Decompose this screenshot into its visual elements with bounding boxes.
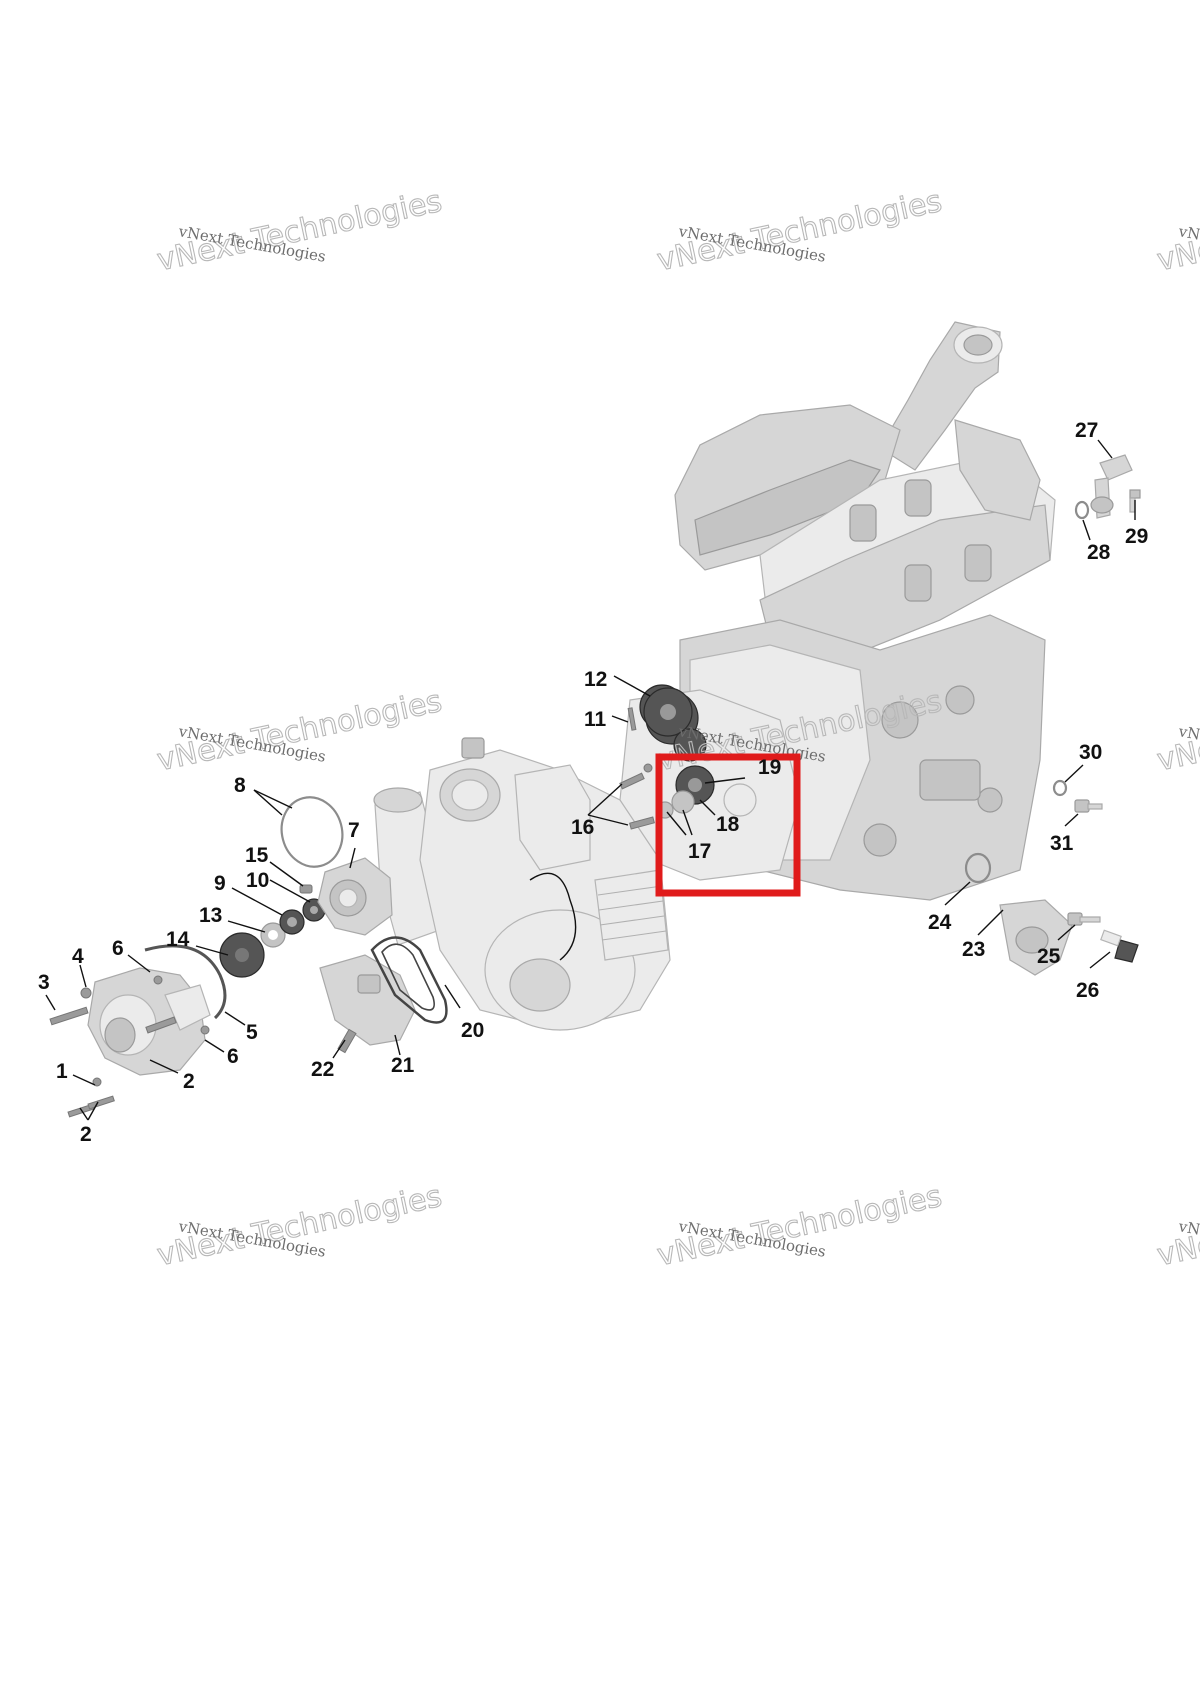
callout-15: 15 [245,844,269,867]
coolant-fitting-27 [1090,454,1133,519]
bracket-21 [319,954,416,1046]
callout-18: 18 [716,813,740,836]
callout-9: 9 [214,872,226,895]
callout-4: 4 [72,945,84,968]
impeller-14 [219,932,265,978]
small-fasteners [49,707,655,1118]
callout-23: 23 [962,938,985,961]
seal-13 [260,922,286,948]
callout-24: 24 [928,911,952,934]
callout-17: 17 [688,840,711,863]
water-pump-housing [87,967,211,1076]
callout-2: 2 [80,1123,92,1146]
sprocket-12 [643,687,707,762]
callout-30: 30 [1079,741,1102,764]
callout-14: 14 [166,928,190,951]
callout-13: 13 [199,904,222,927]
callout-31: 31 [1050,832,1074,855]
callout-27: 27 [1075,419,1098,442]
callout-6: 6 [227,1045,239,1068]
sensor-26 [1100,929,1139,963]
callout-28: 28 [1087,541,1111,564]
o-ring-24 [964,852,992,884]
gasket-20 [370,936,448,1024]
callout-22: 22 [311,1058,334,1081]
bolt-25 [1067,912,1101,926]
plug-31 [1074,799,1103,813]
callout-25: 25 [1037,945,1061,968]
callout-19: 19 [758,756,781,779]
callout-6: 6 [112,937,124,960]
leader-lines [45,439,1136,1121]
highlight-box [655,753,801,897]
callout-5: 5 [246,1021,258,1044]
callout-26: 26 [1076,979,1099,1002]
pump-cover-7 [317,857,393,936]
callout-29: 29 [1125,525,1148,548]
callout-12: 12 [584,668,607,691]
engine-block [619,321,1056,901]
callout-labels: 1 2 2 2 3 4 5 6 6 7 8 9 10 11 12 13 14 1… [38,419,1148,1146]
callout-7: 7 [348,819,360,842]
o-ring-30 [1052,779,1068,797]
callout-16: 16 [571,816,594,839]
o-ring-8 [280,796,344,868]
o-ring-28 [1074,500,1090,520]
thermostat-housing [999,899,1073,976]
callout-8: 8 [234,774,246,797]
callout-3: 3 [38,971,50,994]
callout-1: 1 [56,1060,68,1083]
callout-2: 2 [183,1070,195,1093]
callout-11: 11 [584,708,607,731]
bearing-9 [279,909,305,935]
callout-10: 10 [246,869,269,892]
callout-21: 21 [391,1054,415,1077]
callout-20: 20 [461,1019,484,1042]
hose-5 [144,944,227,1020]
